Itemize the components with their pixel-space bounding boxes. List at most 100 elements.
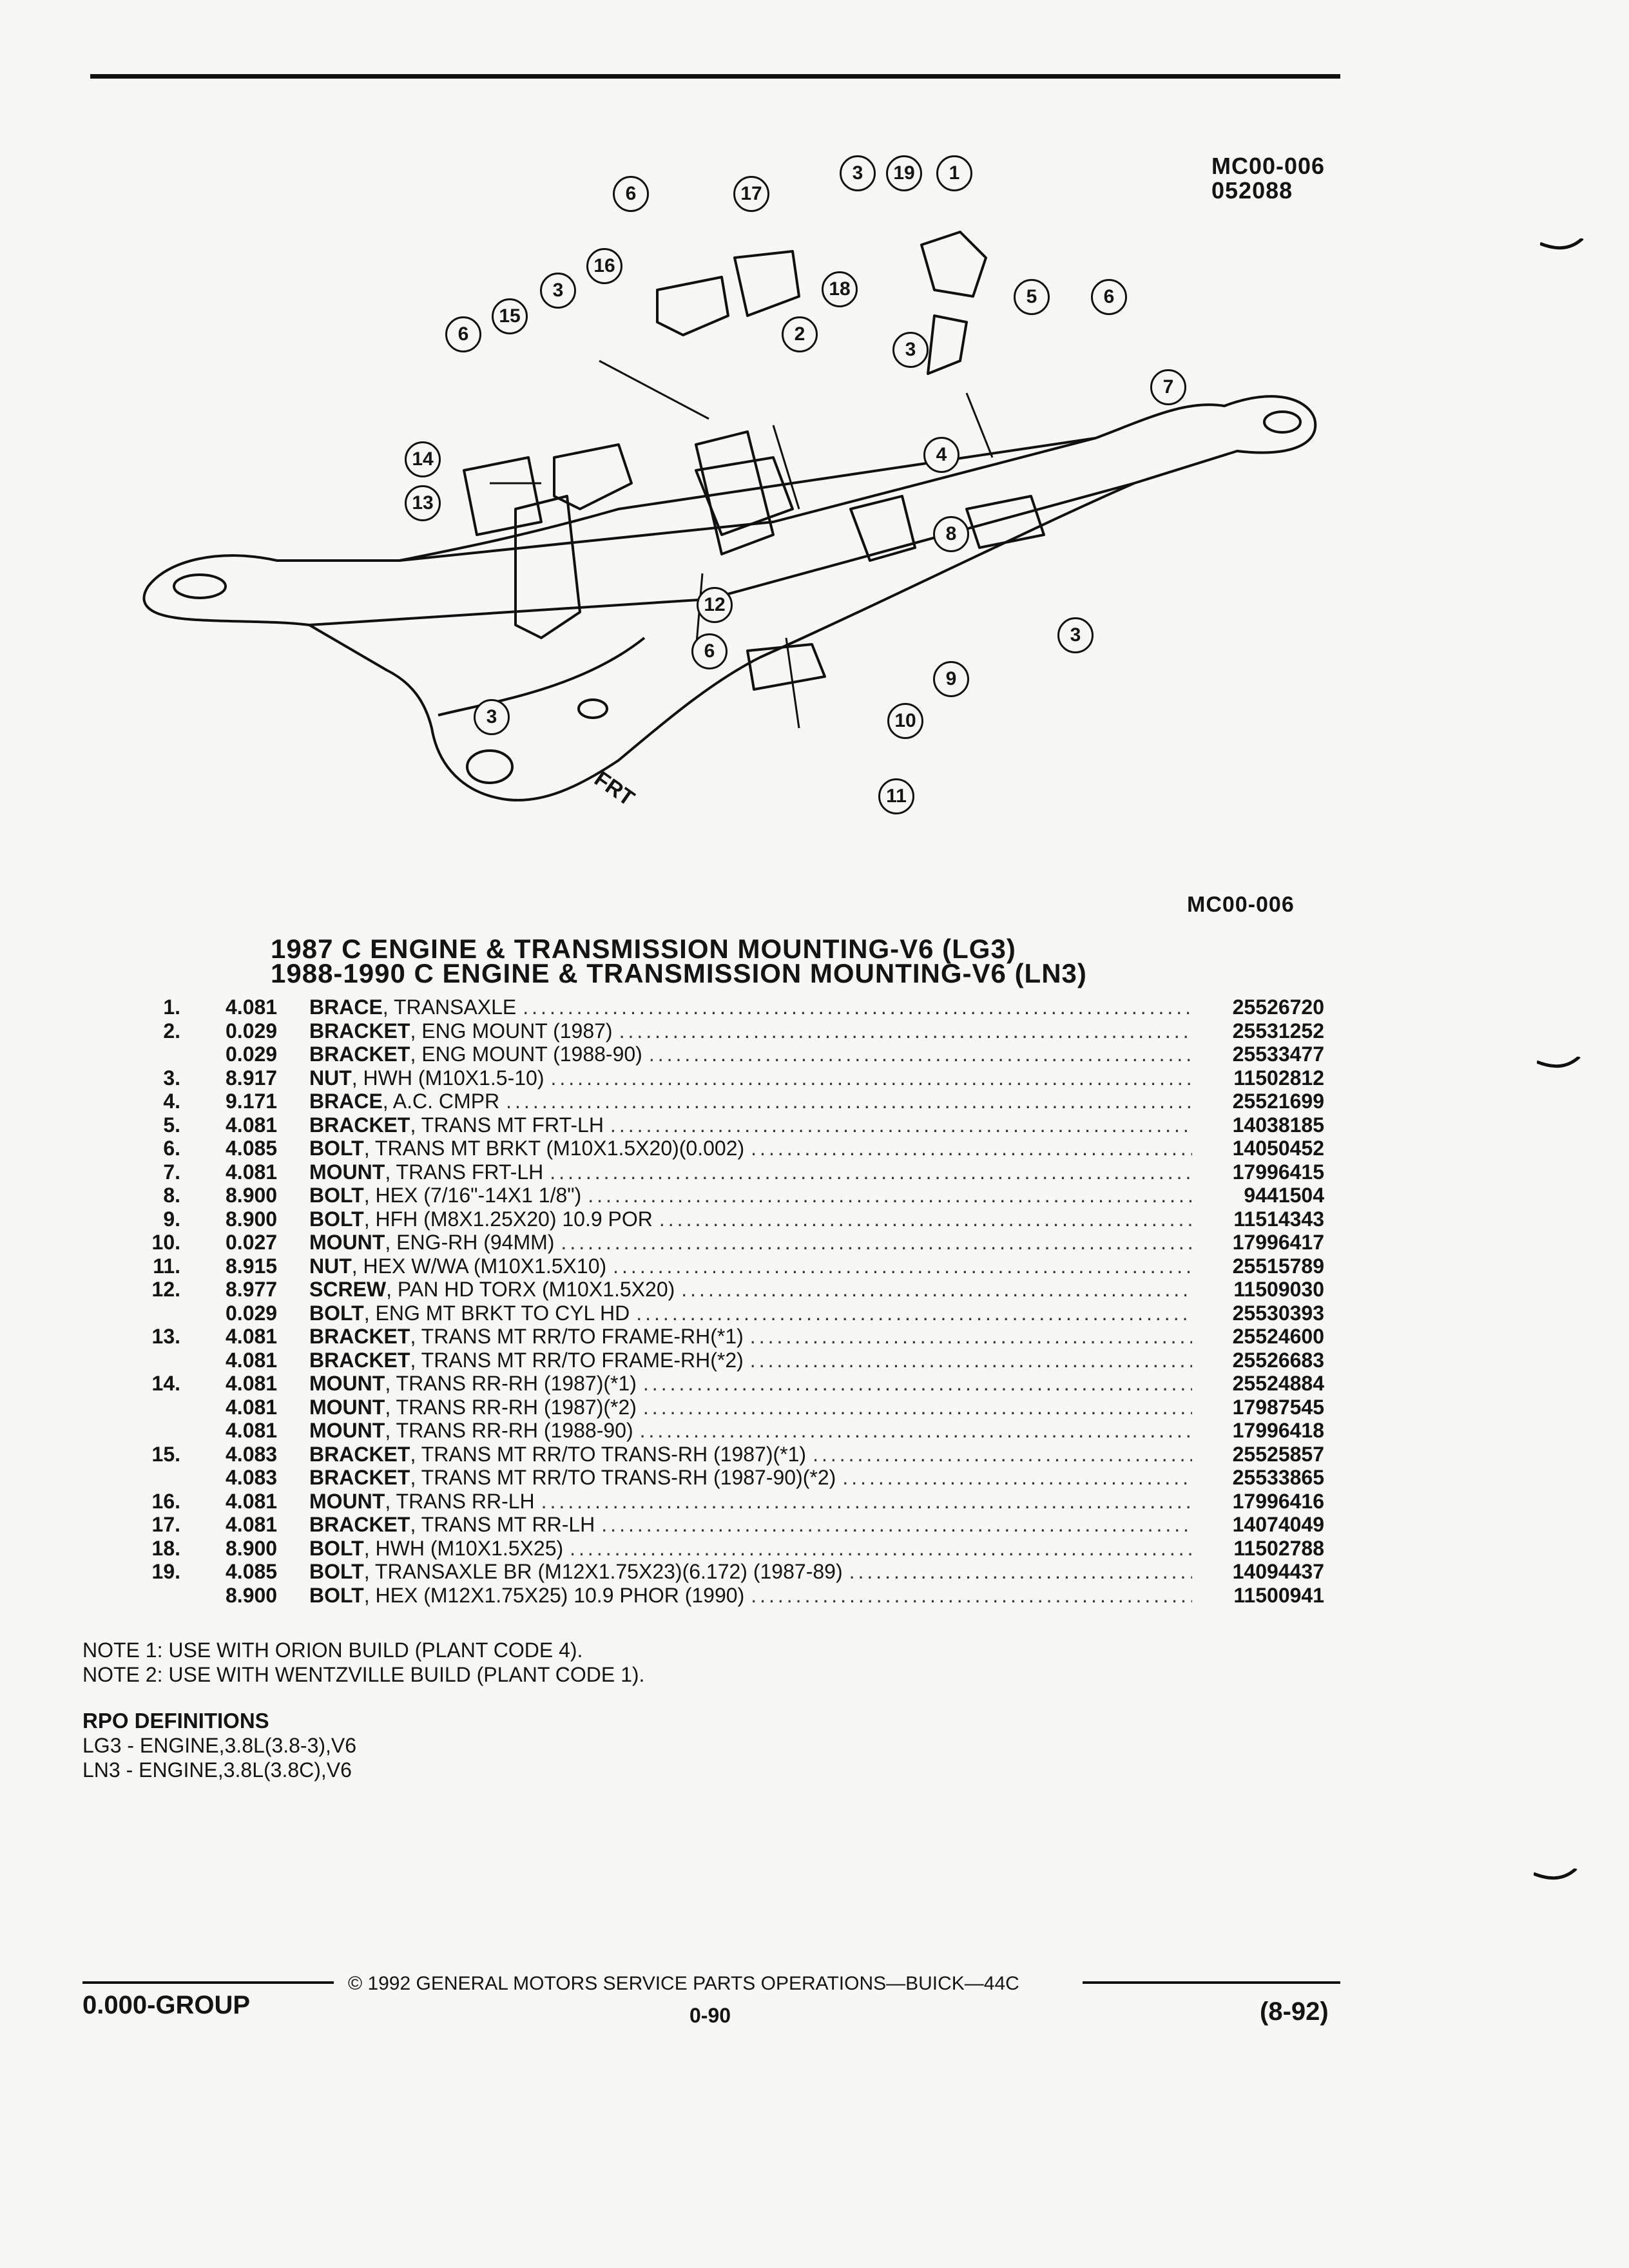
group-code: 4.085 — [226, 1137, 278, 1160]
group-code: 8.900 — [226, 1184, 278, 1207]
leader-dots: ........................................… — [751, 1583, 1192, 1607]
part-number: 25533865 — [1232, 1466, 1324, 1489]
part-description: BRACKET, TRANS MT FRT-LH................… — [309, 1113, 1192, 1137]
engine-rh-mount-bracket — [695, 430, 775, 555]
title-line-2: 1988-1990 C ENGINE & TRANSMISSION MOUNTI… — [271, 958, 1087, 988]
callout-12: 12 — [697, 587, 733, 623]
part-name: MOUNT — [309, 1160, 385, 1184]
part-number: 17987545 — [1232, 1395, 1324, 1419]
figure-date-code: 052088 — [1211, 177, 1293, 204]
group-code: 8.917 — [226, 1066, 278, 1090]
part-name: BOLT — [309, 1207, 364, 1231]
part-number: 9441504 — [1244, 1184, 1324, 1207]
callout-11: 11 — [878, 778, 914, 814]
part-number: 11502788 — [1233, 1536, 1324, 1560]
group-code: 4.081 — [226, 1489, 278, 1513]
callout-8: 8 — [933, 516, 969, 552]
item-number — [97, 1584, 226, 1608]
leader-dots: ........................................… — [639, 1419, 1192, 1442]
rear-lh-mount — [656, 276, 729, 336]
item-number — [97, 1419, 226, 1443]
item-number: 13. — [151, 1325, 180, 1348]
group-code: 4.081 — [226, 1348, 278, 1372]
callout-3: 3 — [892, 332, 929, 368]
part-name: BOLT — [309, 1536, 364, 1560]
part-detail: , ENG-RH (94MM) — [385, 1231, 555, 1254]
group-code: 8.977 — [226, 1278, 278, 1301]
footer-revision: (8-92) — [1260, 1997, 1329, 2026]
group-code: 4.083 — [226, 1442, 278, 1466]
part-number: 25521699 — [1232, 1090, 1324, 1113]
figure-code: MC00-006 — [1211, 153, 1325, 179]
part-description: BOLT, TRANSAXLE BR (M12X1.75X23)(6.172) … — [309, 1560, 1192, 1584]
callout-2: 2 — [782, 316, 818, 352]
item-number: 16. — [151, 1489, 180, 1513]
leader-dots: ........................................… — [749, 1325, 1192, 1348]
part-name: BRACKET — [309, 1113, 410, 1137]
item-number: 9. — [163, 1207, 180, 1231]
part-description: BRACE, TRANSAXLE........................… — [309, 995, 1192, 1019]
callout-6: 6 — [691, 633, 728, 669]
leader-dots: ........................................… — [681, 1278, 1192, 1301]
leader-dots: ........................................… — [550, 1160, 1192, 1184]
leader-dots: ........................................… — [561, 1231, 1192, 1254]
part-name: MOUNT — [309, 1489, 385, 1513]
part-description: NUT, HEX W/WA (M10X1.5X10)..............… — [309, 1254, 1192, 1278]
part-detail: , TRANSAXLE — [382, 995, 517, 1019]
part-detail: , ENG MT BRKT TO CYL HD — [363, 1301, 630, 1325]
item-number — [97, 1302, 226, 1325]
part-detail: , TRANSAXLE BR (M12X1.75X23)(6.172) (198… — [363, 1560, 843, 1583]
group-code: 8.915 — [226, 1254, 278, 1278]
part-detail: , HFH (M8X1.25X20) 10.9 POR — [363, 1207, 653, 1231]
group-code: 0.029 — [226, 1043, 278, 1066]
leader-dots: ........................................… — [550, 1066, 1193, 1090]
leader-dots: ........................................… — [636, 1301, 1192, 1325]
part-number: 25533477 — [1232, 1043, 1324, 1066]
trans-front-bracket — [927, 314, 968, 375]
part-detail: , ENG MOUNT (1987) — [410, 1019, 613, 1043]
part-description: BOLT, TRANS MT BRKT (M10X1.5X20)(0.002).… — [309, 1137, 1192, 1160]
part-detail: , TRANS MT RR-LH — [410, 1513, 595, 1536]
part-name: NUT — [309, 1254, 352, 1278]
callout-6: 6 — [613, 176, 649, 212]
title-line-1: 1987 C ENGINE & TRANSMISSION MOUNTING-V6… — [271, 934, 1016, 964]
part-description: SCREW, PAN HD TORX (M10X1.5X20).........… — [309, 1278, 1192, 1302]
part-description: BOLT, HFH (M8X1.25X20) 10.9 POR.........… — [309, 1207, 1192, 1231]
part-name: MOUNT — [309, 1231, 385, 1254]
part-detail: , TRANS MT RR/TO FRAME-RH(*1) — [410, 1325, 744, 1348]
leader-dots: ........................................… — [751, 1137, 1192, 1160]
rpo-item-lg3: LG3 - ENGINE,3.8L(3.8-3),V6 — [82, 1734, 357, 1757]
part-number: 14094437 — [1232, 1560, 1324, 1583]
leader-dots: ........................................… — [648, 1043, 1192, 1066]
callout-5: 5 — [1014, 279, 1050, 315]
leader-dots: ........................................… — [619, 1019, 1192, 1043]
trans-rr-rh-bracket — [463, 456, 543, 536]
part-number: 25524884 — [1232, 1372, 1324, 1395]
part-number: 25515789 — [1232, 1254, 1324, 1278]
leader-dots: ........................................… — [813, 1442, 1192, 1466]
part-number: 25530393 — [1232, 1301, 1324, 1325]
rpo-definitions-heading: RPO DEFINITIONS — [82, 1709, 269, 1733]
item-number: 8. — [163, 1184, 180, 1207]
callout-1: 1 — [936, 155, 972, 191]
part-description: BOLT, HWH (M10X1.5X25)..................… — [309, 1537, 1192, 1561]
scan-mark-1 — [1540, 238, 1584, 250]
leader-dots: ........................................… — [613, 1254, 1192, 1278]
rpo-item-ln3: LN3 - ENGINE,3.8L(3.8C),V6 — [82, 1758, 352, 1782]
part-detail: , TRANS MT RR/TO TRANS-RH (1987-90)(*2) — [410, 1466, 836, 1489]
group-code: 8.900 — [226, 1207, 278, 1231]
item-number: 6. — [163, 1137, 180, 1160]
part-number: 17996417 — [1232, 1231, 1324, 1254]
part-detail: , TRANS RR-RH (1987)(*2) — [385, 1395, 637, 1419]
group-code: 4.081 — [226, 1513, 278, 1536]
